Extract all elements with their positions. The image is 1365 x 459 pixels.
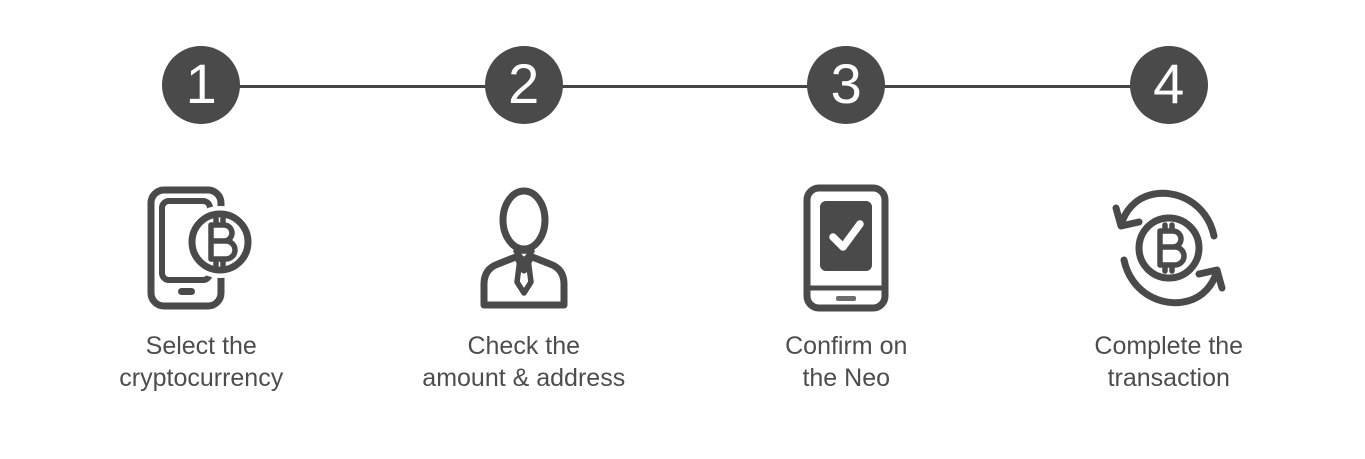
person-tie-knot [513, 248, 535, 265]
cycle-arrow-top [1117, 189, 1218, 240]
device-confirm-icon [803, 184, 889, 312]
step-label: Complete the transaction [1094, 330, 1243, 394]
step-3: 3 Confirm on the Neo [685, 0, 1008, 459]
checkmark-icon [829, 220, 864, 251]
person-head [499, 187, 549, 253]
device-brand-mark [836, 296, 857, 301]
bitcoin-b-glyph [1157, 222, 1187, 274]
bitcoin-circle [1135, 214, 1203, 282]
cycle-arrow-bottom [1120, 256, 1221, 307]
device-body [803, 184, 889, 312]
connector-line [201, 85, 1168, 88]
phone-bitcoin-icon [147, 186, 257, 310]
steps-row: 1 Select the cryptocurrency [40, 0, 1330, 459]
device-screen [820, 201, 873, 271]
step-number: 1 [185, 52, 217, 115]
step-number-badge: 2 [484, 46, 563, 124]
step-label-line: transaction [1107, 364, 1230, 392]
step-label-line: Complete the [1094, 332, 1244, 360]
bitcoin-b-glyph [208, 216, 238, 268]
step-label-line: cryptocurrency [119, 364, 284, 392]
step-number-badge: 4 [1129, 46, 1208, 124]
cycle-arrowhead-bottom [1195, 266, 1226, 292]
step-number: 3 [830, 52, 862, 115]
phone-home-button [178, 288, 196, 295]
step-label: Select the cryptocurrency [119, 330, 283, 394]
person-icon [480, 187, 568, 309]
step-label-line: Check the [467, 332, 581, 360]
step-icon-box [146, 182, 257, 314]
bitcoin-circle [188, 210, 252, 274]
cycle-arrowhead-top [1112, 204, 1143, 230]
step-number: 4 [1153, 52, 1185, 115]
step-label-line: amount & address [422, 364, 626, 392]
step-number-badge: 1 [162, 46, 241, 124]
step-1: 1 Select the cryptocurrency [40, 0, 363, 459]
step-label-line: Confirm on [785, 332, 908, 360]
step-number-badge: 3 [807, 46, 886, 124]
bitcoin-cycle-icon [1112, 189, 1226, 307]
step-number: 2 [508, 52, 540, 115]
step-label-line: Select the [145, 332, 257, 360]
step-2: 2 Check the amount & address [363, 0, 686, 459]
step-icon-box [1108, 182, 1230, 314]
step-icon-box [803, 182, 889, 314]
step-label: Check the amount & address [422, 330, 625, 394]
step-icon-box [479, 182, 569, 314]
step-4: 4 Complete the transaction [1008, 0, 1331, 459]
step-label: Confirm on the Neo [785, 330, 907, 394]
step-label-line: the Neo [802, 364, 891, 392]
